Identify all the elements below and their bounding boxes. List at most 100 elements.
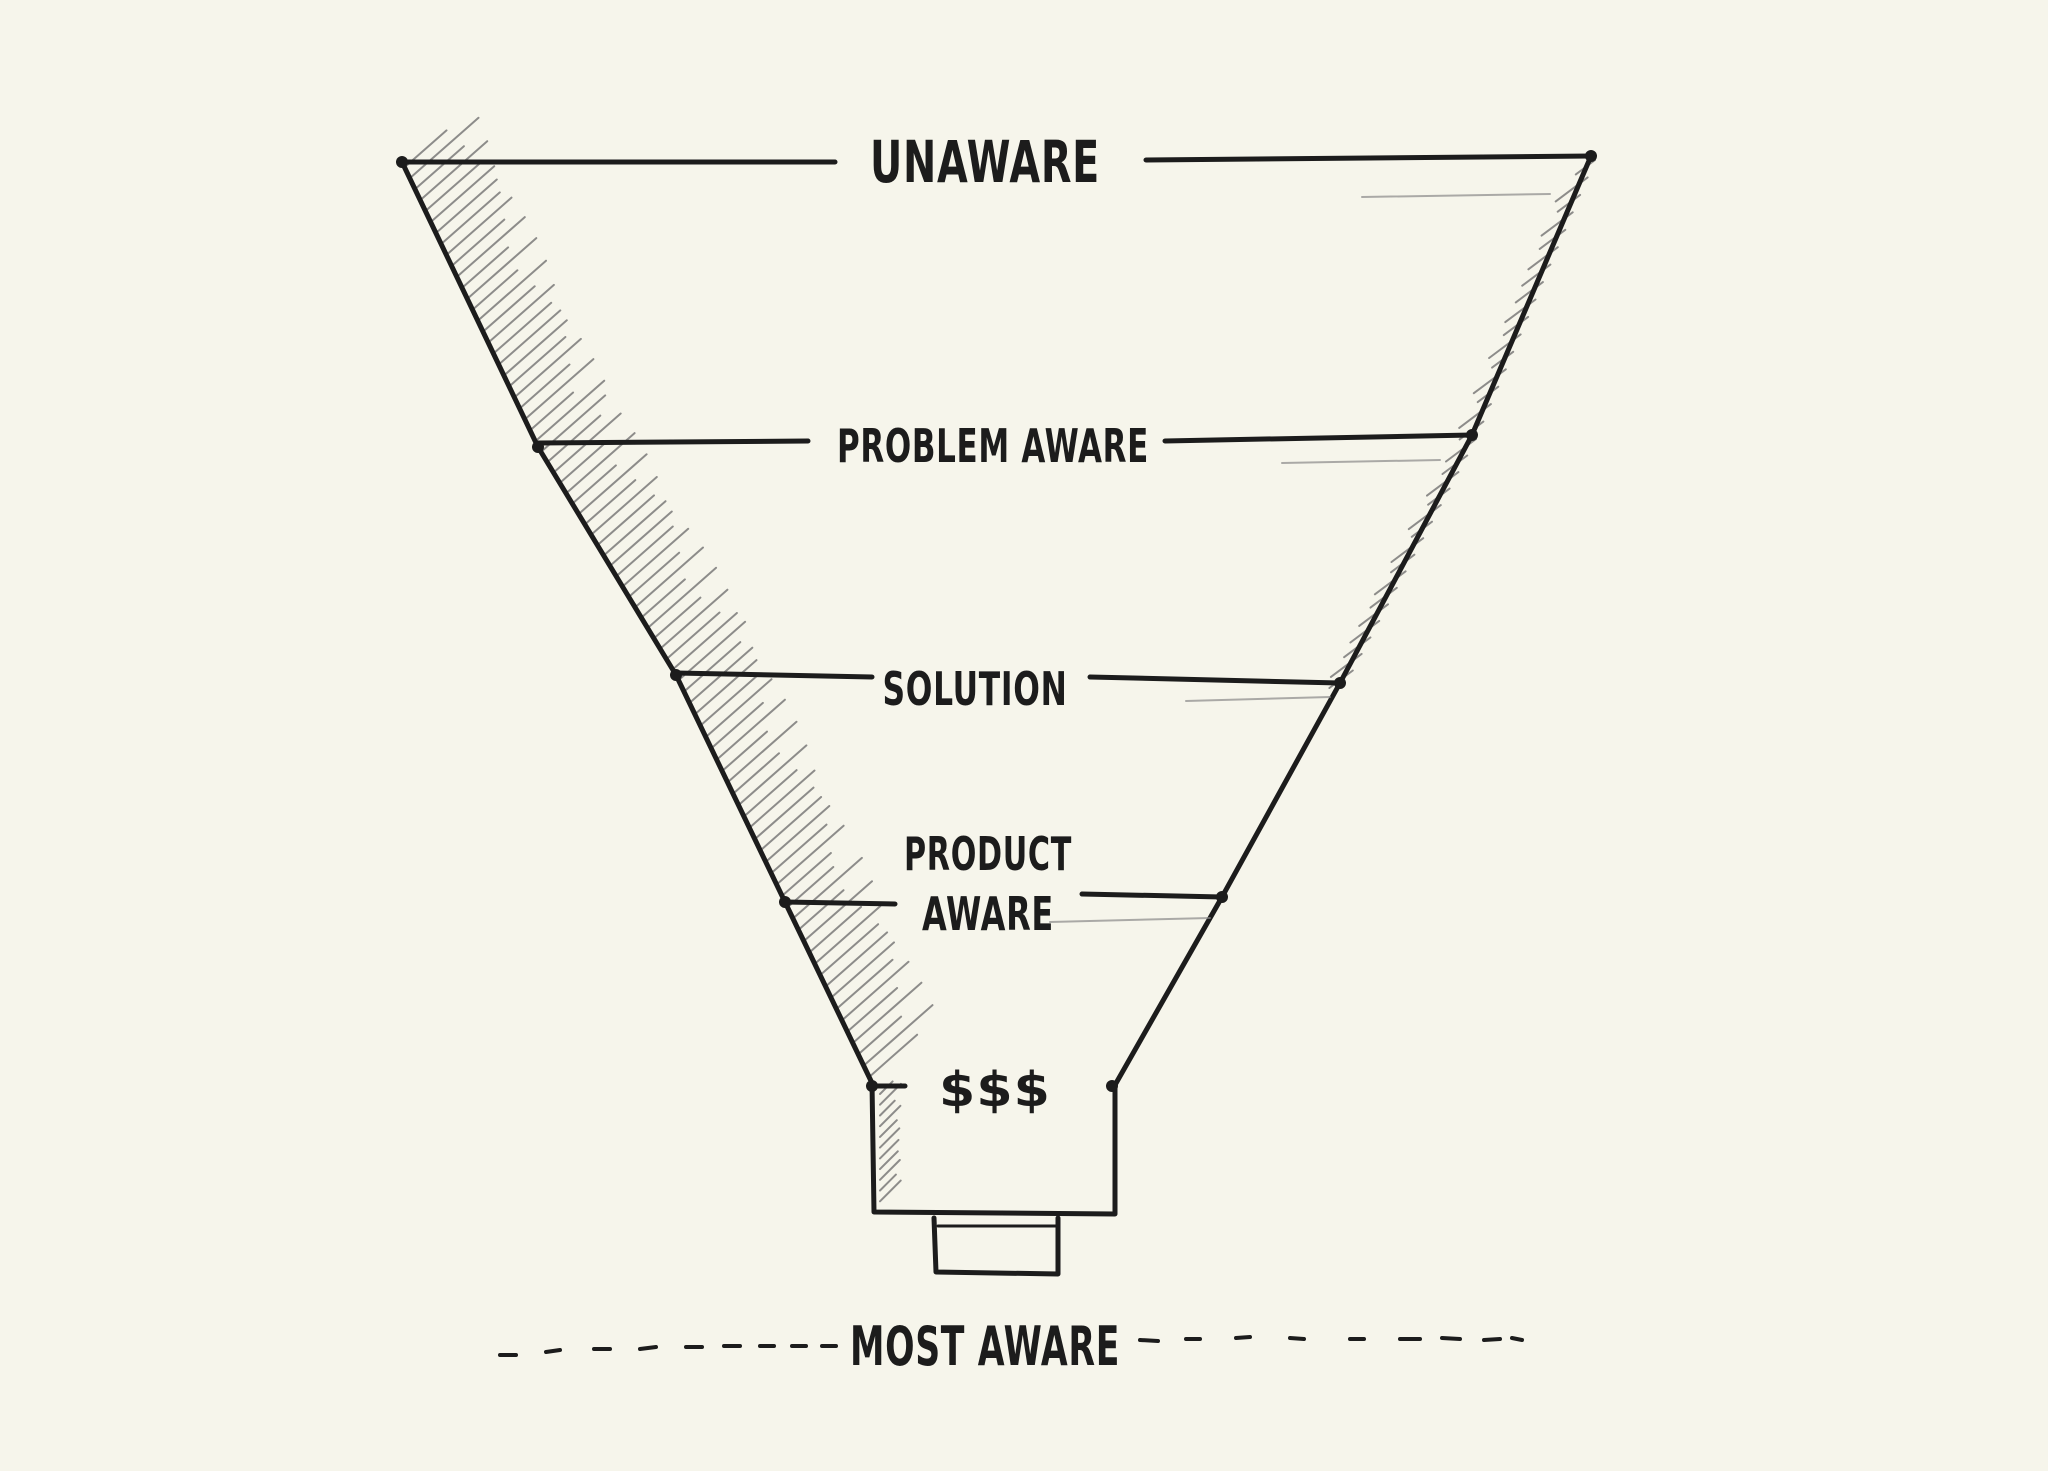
hatch-stroke — [572, 464, 617, 504]
hatch-stroke — [628, 551, 681, 598]
hatch-stroke — [847, 987, 899, 1032]
hatch-stroke — [672, 612, 738, 670]
funnel-neck — [869, 1080, 1118, 1217]
hatch-stroke — [798, 889, 845, 930]
hatch-stroke — [711, 701, 764, 749]
hatch-stroke — [717, 698, 786, 760]
hatch-stroke — [788, 866, 835, 907]
stage-label-money: $$$ — [939, 1062, 1051, 1118]
hatch-stroke — [831, 941, 895, 998]
hatch-stroke — [679, 620, 747, 680]
hatch-stroke — [483, 285, 536, 332]
hatch-stroke — [879, 1099, 896, 1117]
stage-label-solution: SOLUTION — [883, 662, 1068, 716]
hatch-stroke — [420, 140, 489, 200]
hatch-stroke — [1426, 471, 1460, 497]
hatch-stroke — [1538, 228, 1567, 250]
hatch-stroke — [1390, 537, 1425, 563]
dash — [1288, 1336, 1306, 1341]
hatch-stroke — [514, 337, 582, 398]
dash — [1138, 1338, 1160, 1343]
hatch-stroke — [584, 479, 637, 525]
hatch-stroke — [869, 1033, 919, 1077]
funnel-spout — [931, 1215, 1061, 1277]
hatch-stroke — [1329, 652, 1363, 678]
stage-label-most-aware: MOST AWARE — [850, 1315, 1120, 1378]
dash — [544, 1348, 562, 1354]
hatch-stroke — [473, 269, 519, 310]
stage-dividers — [399, 153, 1594, 1089]
hatch-stroke — [591, 476, 658, 535]
hatch-stroke — [478, 259, 547, 321]
hatch-stroke — [771, 823, 828, 873]
hatch-stroke — [647, 566, 718, 629]
divider-problem-left — [535, 438, 811, 446]
hatch-stroke — [446, 196, 513, 255]
hatch-stroke — [853, 981, 923, 1043]
divider-unaware-right — [1143, 153, 1594, 163]
junction-dot — [1106, 1080, 1118, 1092]
hatch-stroke — [653, 596, 702, 639]
hatch-stroke — [879, 1179, 902, 1203]
hatch-stroke — [879, 1127, 901, 1149]
hatch-stroke — [782, 852, 832, 896]
dash — [1440, 1336, 1462, 1341]
hatch-stroke — [842, 960, 910, 1021]
divider-product-right — [1079, 891, 1225, 900]
hatch-stroke — [879, 1138, 900, 1160]
hatch-stroke — [530, 391, 575, 431]
stage-label-problem-aware: PROBLEM AWARE — [837, 419, 1149, 473]
hatch-stroke — [826, 931, 889, 987]
hatch-stroke — [749, 769, 816, 828]
hatch-stroke — [622, 527, 690, 587]
hatch-stroke — [436, 178, 498, 233]
hatch-stroke — [493, 301, 553, 354]
funnel-left-shading — [405, 116, 934, 1077]
hatch-stroke — [578, 453, 648, 515]
hatch-stroke — [660, 588, 729, 649]
hatch-stroke — [547, 414, 602, 463]
divider-product-left — [782, 899, 898, 907]
stage-label-product: PRODUCT — [904, 827, 1072, 881]
hatch-stroke — [879, 1159, 901, 1181]
sketch-stroke — [1185, 696, 1331, 702]
hatch-stroke — [804, 880, 873, 941]
hatch-stroke — [836, 958, 894, 1009]
hatch-stroke — [1373, 570, 1407, 596]
hatch-stroke — [616, 525, 674, 577]
dash — [1510, 1336, 1524, 1342]
hatch-stroke — [755, 786, 815, 839]
hatch-stroke — [820, 923, 880, 975]
sketch-strokes — [1049, 193, 1551, 923]
divider-solution-right — [1087, 674, 1343, 686]
hatch-stroke — [504, 319, 568, 376]
hatch-stroke — [684, 641, 742, 692]
dash — [1234, 1335, 1252, 1340]
hatch-stroke — [415, 145, 465, 189]
hatch-stroke — [695, 659, 758, 714]
most-aware-dashes-right — [1138, 1335, 1524, 1343]
hatch-stroke — [879, 1104, 902, 1128]
hatch-stroke — [525, 358, 595, 420]
hatch-stroke — [722, 730, 768, 771]
hatch-stroke — [488, 283, 555, 343]
hatch-stroke — [864, 1004, 934, 1066]
hatch-stroke — [733, 752, 780, 794]
hatch-stroke — [739, 744, 808, 805]
hatch-stroke — [509, 336, 567, 387]
hatch-stroke — [766, 805, 831, 862]
dash — [1482, 1337, 1502, 1342]
sketch-stroke — [1281, 459, 1441, 464]
hatch-stroke — [760, 796, 823, 851]
hatch-stroke — [666, 611, 721, 660]
hatch-stroke — [1445, 438, 1477, 463]
divider-problem-right — [1162, 432, 1475, 444]
hatch-stroke — [425, 161, 482, 211]
hatch-stroke — [1407, 504, 1442, 531]
hatch-stroke — [499, 309, 562, 365]
hatch-stroke — [410, 116, 480, 178]
sketch-stroke — [1361, 193, 1551, 198]
hatch-stroke — [809, 905, 863, 953]
hatch-stroke — [777, 824, 845, 885]
